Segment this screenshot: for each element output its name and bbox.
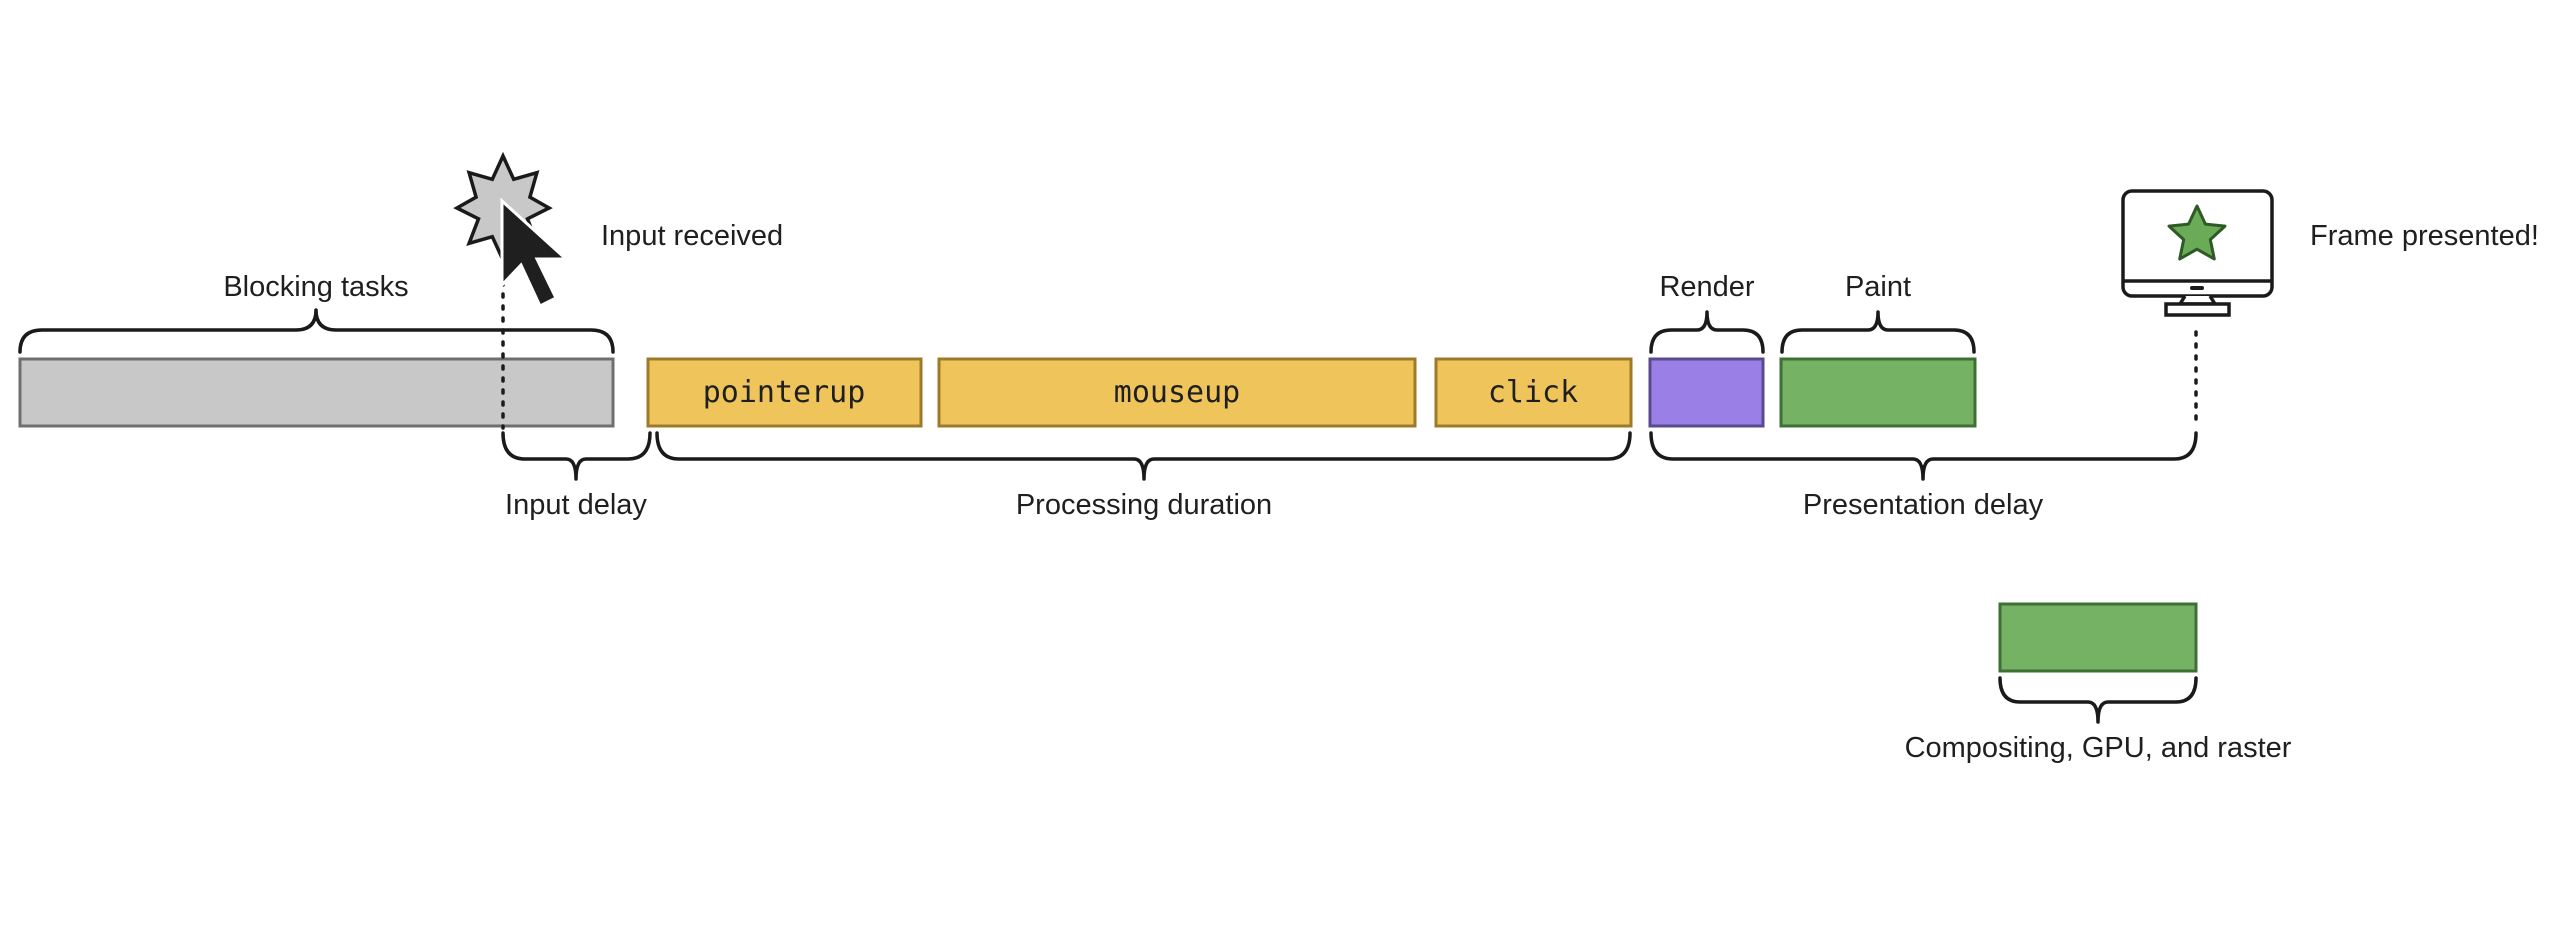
paint-bar [1779,357,1977,428]
mouseup-label: mouseup [1114,375,1240,410]
input-delay-brace [501,431,652,481]
blocking-tasks-label: Blocking tasks [223,271,408,303]
blocking-tasks-brace [18,308,615,354]
input-received-label: Input received [601,220,783,252]
compositing-label: Compositing, GPU, and raster [1905,732,2292,764]
paint-label: Paint [1845,271,1911,303]
mouse-cursor-icon [500,197,570,309]
compositing-brace [1998,676,2198,724]
presentation-delay-brace [1649,431,2198,481]
click-label: click [1488,375,1578,410]
mouseup-bar [937,357,1417,428]
render-bar [1648,357,1765,428]
render-brace [1649,310,1765,354]
click-bar [1434,357,1633,428]
paint-brace [1780,310,1976,354]
monitor-icon [2121,189,2274,317]
frame-presented-label: Frame presented! [2310,220,2539,252]
render-label: Render [1659,271,1754,303]
blocking-task-bar [18,357,615,428]
pointerup-label: pointerup [703,375,866,410]
processing-duration-brace [655,431,1632,481]
input-delay-label: Input delay [505,489,647,521]
processing-duration-label: Processing duration [1016,489,1272,521]
presentation-delay-label: Presentation delay [1803,489,2044,521]
pointerup-bar [646,357,923,428]
compositing-bar [1998,602,2198,673]
star-icon [2167,204,2227,261]
